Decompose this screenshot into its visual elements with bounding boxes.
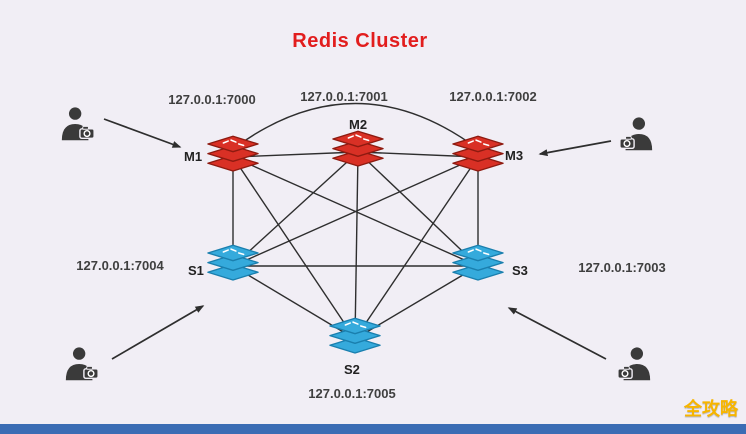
- client-icon-bottom-right: [613, 346, 655, 384]
- address-s2: 127.0.0.1:7005: [308, 386, 396, 401]
- person-camera-icon: [617, 347, 651, 381]
- address-s1: 127.0.0.1:7004: [76, 258, 164, 273]
- node-label-s1: S1: [188, 263, 204, 278]
- node-s2: [328, 316, 382, 361]
- redis-slave-icon: [452, 244, 504, 281]
- address-m3: 127.0.0.1:7002: [449, 89, 537, 104]
- node-label-s2: S2: [344, 362, 360, 377]
- node-label-m2: M2: [349, 117, 368, 132]
- bottom-bar: [0, 424, 746, 434]
- watermark: 全攻略: [684, 399, 738, 419]
- node-m2: [331, 129, 385, 174]
- redis-master-icon: [207, 135, 259, 172]
- redis-slave-icon: [329, 317, 381, 354]
- address-m2: 127.0.0.1:7001: [300, 89, 388, 104]
- redis-master-icon: [452, 135, 504, 172]
- node-s1: [206, 243, 260, 288]
- client-icon-top-right: [615, 116, 657, 154]
- address-m1: 127.0.0.1:7000: [168, 92, 256, 107]
- diagram-title: Redis Cluster: [292, 30, 428, 52]
- node-label-m1: M1: [184, 149, 203, 164]
- person-camera-icon: [61, 107, 95, 141]
- person-camera-icon: [619, 117, 653, 151]
- node-m3: [451, 134, 505, 179]
- node-label-m3: M3: [505, 148, 524, 163]
- client-icon-bottom-left: [61, 346, 103, 384]
- person-camera-icon: [65, 347, 99, 381]
- node-s3: [451, 243, 505, 288]
- address-s3: 127.0.0.1:7003: [578, 260, 666, 275]
- node-label-s3: S3: [512, 263, 528, 278]
- redis-slave-icon: [207, 244, 259, 281]
- client-icon-top-left: [57, 106, 99, 144]
- node-m1: [206, 134, 260, 179]
- redis-master-icon: [332, 130, 384, 167]
